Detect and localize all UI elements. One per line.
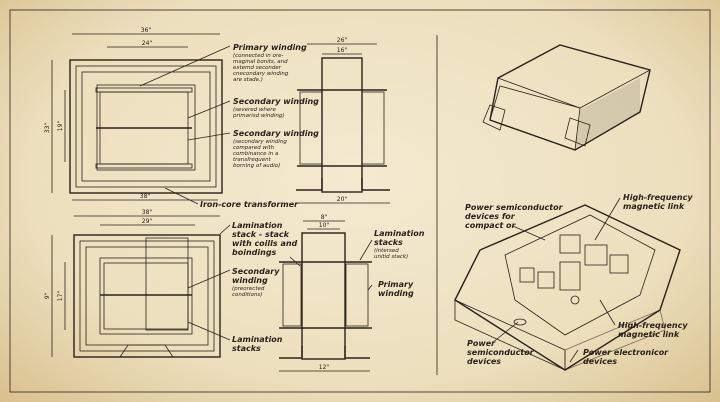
label-line: stacks [232,344,261,353]
label-line: winding [378,289,414,298]
label-power-semiconductor-devices: Power [467,339,496,348]
label-secondary-winding-1: Secondary winding [233,97,319,106]
capacitor [570,295,580,305]
label-line: devices [583,357,617,366]
note-line: (severed where [233,107,277,113]
dim-38-bottom: 38" [140,193,151,200]
note-line: borning of audio) [233,163,280,169]
note-line: compared with [233,145,275,151]
note-line: (connected in ore- [233,53,283,59]
enclosure-closed [482,44,651,151]
dim-17: 17" [57,291,64,302]
magnetic-link-component [584,244,608,266]
label-line: devices for [465,212,516,221]
dim-10: 10" [319,222,330,229]
label-line: compact or [465,221,517,230]
label-primary-winding-side: Primary [378,280,414,289]
leader-lines-top [139,45,231,205]
leader-lines-bottom [187,224,373,341]
note-line: (preorected [232,286,265,292]
enclosure-cutaway [454,204,681,371]
transformer-side-view-top [296,43,390,204]
label-lamination-stacks: Lamination [232,335,283,344]
label-high-frequency-link-1: High-frequency [623,193,693,202]
label-power-semiconductor-compact: Power semiconductor [465,203,564,212]
dim-8: 8" [321,214,328,221]
label-line: magnetic link [623,202,685,211]
label-line: winding [232,276,268,285]
dim-36: 36" [141,27,152,34]
transformer-front-view-top [51,33,223,201]
label-line: magnetic link [618,330,680,339]
note-line: transfrequent [233,157,272,163]
dim-38: 38" [142,209,153,216]
dim-20: 20" [337,196,348,203]
semiconductor-module [537,271,555,289]
label-high-frequency-link-2: High-frequency [618,321,688,330]
semiconductor-module [559,261,581,291]
label-primary-winding: Primary winding [233,43,307,52]
mounting-hole [513,318,527,326]
label-power-electronic-devices: Power electronicor [583,348,669,357]
transformer-front-view-bottom [51,215,221,358]
label-line: stacks [374,238,403,247]
note-line: extemd seconder [233,65,282,71]
label-line: devices [467,357,501,366]
magnetic-link-component [609,254,629,274]
note-line: maginal bonits, and [233,59,288,65]
dim-12: 12" [319,364,330,371]
dim-26: 26" [337,37,348,44]
label-secondary-winding-3: Secondary [232,267,280,276]
note-line: (intersed [374,248,399,254]
magnetic-link-component [559,234,581,254]
label-lamination-stacks-side: Lamination [374,229,425,238]
note-line: are stade.) [233,77,263,83]
label-line: with coills and [232,239,298,248]
sheet-frame [9,9,711,393]
note-line: (secondary winding [233,139,287,145]
caption-iron-core-transformer: Iron-core transformer [200,200,299,209]
note-line: primarisd winding) [232,113,285,119]
note-line: unitid stack) [374,254,408,260]
label-line: stack - stack [232,230,290,239]
transformer-side-view-bottom [279,220,372,372]
dim-9: 9" [44,292,51,299]
dim-24: 24" [142,40,153,47]
semiconductor-module [519,267,535,283]
dim-16: 16" [337,47,348,54]
label-line: boindings [232,248,277,257]
leader-lines-right [491,197,621,363]
dim-19: 19" [57,121,64,132]
label-lamination-stack: Lamination [232,221,283,230]
label-line: semiconductor [467,348,535,357]
note-line: conditions) [232,292,262,298]
dim-33: 33" [44,123,51,134]
note-line: combinance in a [233,151,279,157]
label-secondary-winding-2: Secondary winding [233,129,319,138]
note-line: cnecondary winding [233,71,289,77]
dim-29: 29" [142,218,153,225]
